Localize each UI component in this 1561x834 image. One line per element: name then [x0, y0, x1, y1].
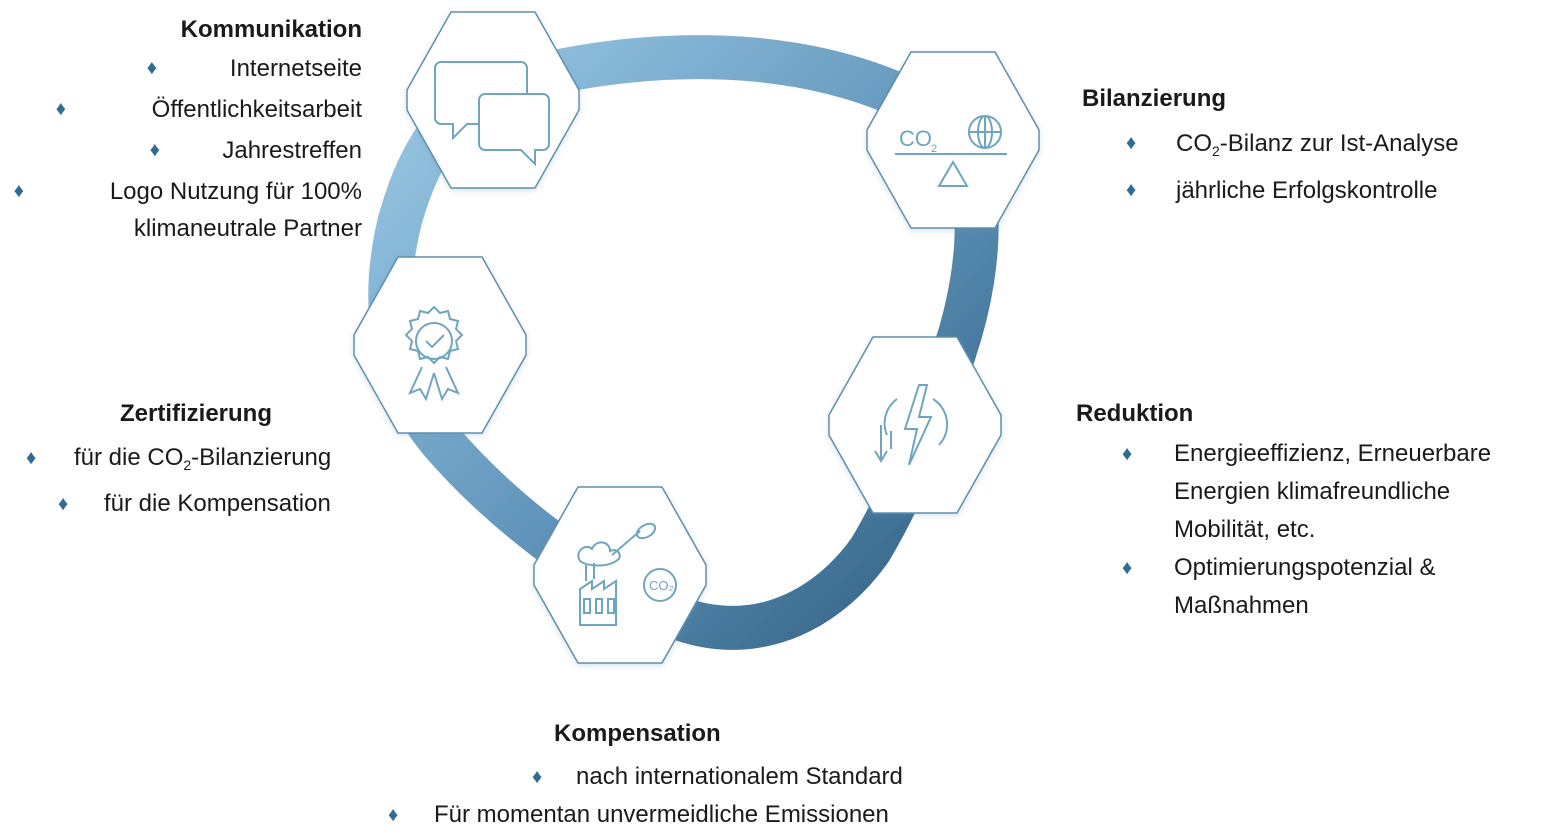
zertifizierung-list: ♦ für die CO2-Bilanzierung ♦ für die Kom… [0, 435, 400, 527]
hex-node-zertifizierung [353, 256, 527, 434]
list-item-text: Energieeffizienz, Erneuerbare [1174, 440, 1492, 467]
diamond-bullet-icon: ♦ [13, 180, 24, 202]
hex-node-reduktion [828, 336, 1002, 514]
diamond-bullet-icon: ♦ [1122, 557, 1133, 579]
list-item: ♦ Energieeffizienz, Erneuerbare Energien… [1076, 435, 1561, 549]
list-item: ♦ für die Kompensation [0, 481, 400, 527]
list-item-text: CO [1176, 130, 1212, 157]
diamond-bullet-icon: ♦ [388, 804, 399, 826]
certificate-rosette-icon [404, 305, 464, 402]
list-item-text: Mobilität, etc. [1174, 516, 1316, 543]
list-item-text: Maßnahmen [1174, 592, 1309, 619]
kompensation-title: Kompensation [554, 720, 721, 747]
hex-node-bilanzierung: CO 2 [866, 51, 1040, 229]
diamond-bullet-icon: ♦ [1126, 179, 1137, 201]
list-item-text: nach internationalem Standard [576, 763, 903, 790]
hex-node-kommunikation [406, 11, 580, 189]
factory-co2-capture-icon: CO₂ [577, 522, 677, 626]
hex-node-kompensation: CO₂ [533, 486, 707, 664]
reduktion-title: Reduktion [1076, 400, 1194, 427]
list-item: ♦ nach internationalem Standard [380, 758, 1080, 796]
list-item-text: Für momentan unvermeidliche Emissionen [434, 801, 889, 828]
co2-small-label: CO₂ [649, 578, 674, 593]
diamond-bullet-icon: ♦ [1122, 443, 1133, 465]
chat-bubbles-icon [434, 61, 550, 167]
list-item-text: Optimierungspotenzial & [1174, 554, 1436, 581]
list-item-text: Jahrestreffen [222, 137, 362, 164]
zertifizierung-block: Zertifizierung ♦ für die CO2-Bilanzierun… [0, 395, 400, 527]
kommunikation-title: Kommunikation [180, 16, 362, 43]
list-item-continuation: klimaneutrale Partner [0, 212, 362, 246]
list-item-text: Energien klimafreundliche [1174, 478, 1451, 505]
zertifizierung-title: Zertifizierung [120, 400, 273, 427]
kommunikation-list: ♦ Internetseite ♦ Öffentlichkeitsarbeit … [0, 48, 362, 246]
diamond-bullet-icon: ♦ [532, 766, 543, 788]
bilanzierung-list: ♦ CO2-Bilanz zur Ist-Analyse ♦ jährliche… [1082, 120, 1552, 214]
co2-icon-sub: 2 [931, 143, 937, 155]
diamond-bullet-icon: ♦ [146, 57, 157, 79]
diamond-bullet-icon: ♦ [149, 139, 160, 161]
list-item: ♦ Öffentlichkeitsarbeit [0, 89, 362, 130]
diamond-bullet-icon: ♦ [1126, 132, 1137, 154]
list-item-text: klimaneutrale Partner [133, 215, 362, 242]
list-item: ♦ für die CO2-Bilanzierung [0, 435, 400, 481]
list-item-text: für die CO [74, 444, 184, 471]
list-item-text: für die Kompensation [104, 490, 331, 517]
list-item-text: Internetseite [229, 55, 362, 82]
list-item-text: Logo Nutzung für 100% [109, 178, 362, 205]
reduktion-list: ♦ Energieeffizienz, Erneuerbare Energien… [1076, 435, 1561, 625]
diamond-bullet-icon: ♦ [58, 493, 69, 515]
diamond-bullet-icon: ♦ [55, 98, 66, 120]
list-item-text: -Bilanzierung [191, 444, 332, 471]
list-item: ♦ Für momentan unvermeidliche Emissionen [380, 796, 1080, 834]
list-item-text: jährliche Erfolgskontrolle [1176, 177, 1438, 204]
co2-balance-globe-icon: CO 2 [895, 115, 1007, 187]
subscript: 2 [1212, 143, 1220, 159]
list-item: ♦ Logo Nutzung für 100% [0, 171, 362, 212]
subscript: 2 [183, 457, 192, 473]
list-item: ♦ CO2-Bilanz zur Ist-Analyse [1082, 120, 1552, 167]
kommunikation-block: Kommunikation ♦ Internetseite ♦ Öffentli… [0, 12, 362, 246]
bilanzierung-title: Bilanzierung [1082, 85, 1227, 112]
co2-icon-label: CO [899, 126, 932, 151]
list-item: ♦ Jahrestreffen [0, 130, 362, 171]
diamond-bullet-icon: ♦ [26, 447, 37, 469]
list-item: ♦ Optimierungspotenzial & Maßnahmen [1076, 549, 1561, 625]
list-item: ♦ Internetseite [0, 48, 362, 89]
kompensation-block: Kompensation ♦ nach internationalem Stan… [380, 712, 1080, 834]
list-item-text: -Bilanz zur Ist-Analyse [1219, 130, 1459, 157]
energy-lightning-icon [874, 384, 949, 466]
bilanzierung-block: Bilanzierung ♦ CO2-Bilanz zur Ist-Analys… [1082, 80, 1552, 214]
reduktion-block: Reduktion ♦ Energieeffizienz, Erneuerbar… [1076, 395, 1561, 625]
list-item-text: Öffentlichkeitsarbeit [151, 96, 362, 123]
list-item: ♦ jährliche Erfolgskontrolle [1082, 167, 1552, 214]
